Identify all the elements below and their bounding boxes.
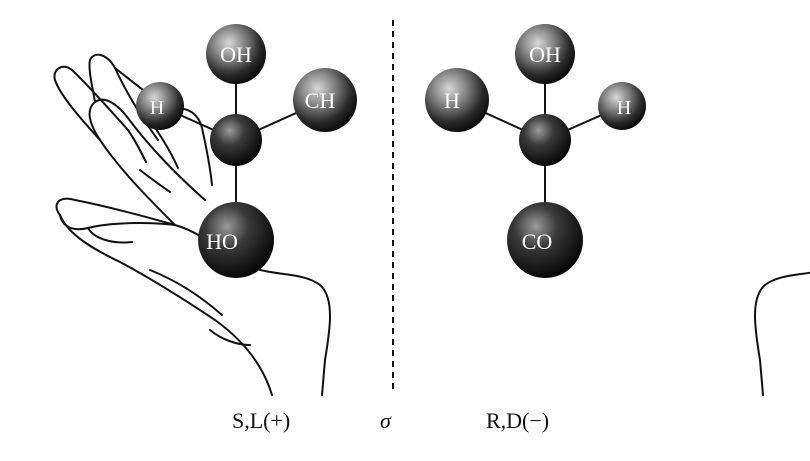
left-atom-bottom-label: HO bbox=[206, 229, 238, 254]
right-molecule-caption: R,D(−) bbox=[486, 408, 550, 433]
left-atom-right-ball bbox=[293, 68, 357, 132]
right-atom-bottom-label: CO bbox=[522, 229, 553, 254]
right-atom-top-label: OH bbox=[529, 42, 561, 67]
right-carbon-center bbox=[519, 114, 571, 166]
left-molecule: OH H CH HO bbox=[136, 24, 357, 278]
right-molecule: OH H H CO bbox=[425, 24, 646, 278]
left-atom-left-ball bbox=[136, 82, 184, 130]
right-atom-top-ball bbox=[515, 24, 575, 84]
left-atom-top-label: OH bbox=[220, 42, 252, 67]
right-hand bbox=[754, 271, 810, 396]
right-atom-right-label: H bbox=[617, 97, 631, 119]
right-atom-right-ball bbox=[598, 82, 646, 130]
left-atom-left-label: H bbox=[150, 97, 164, 119]
right-atom-bottom-ball bbox=[507, 202, 583, 278]
left-hand bbox=[53, 53, 331, 396]
left-molecule-caption: S,L(+) bbox=[232, 408, 291, 433]
left-atom-right-label: CH bbox=[305, 88, 336, 113]
left-carbon-center bbox=[210, 114, 262, 166]
right-atom-left-ball bbox=[425, 68, 489, 132]
mirror-label: σ bbox=[380, 408, 391, 433]
left-atom-bottom-ball bbox=[198, 202, 274, 278]
right-atom-left-label: H bbox=[444, 88, 460, 113]
left-atom-top-ball bbox=[206, 24, 266, 84]
